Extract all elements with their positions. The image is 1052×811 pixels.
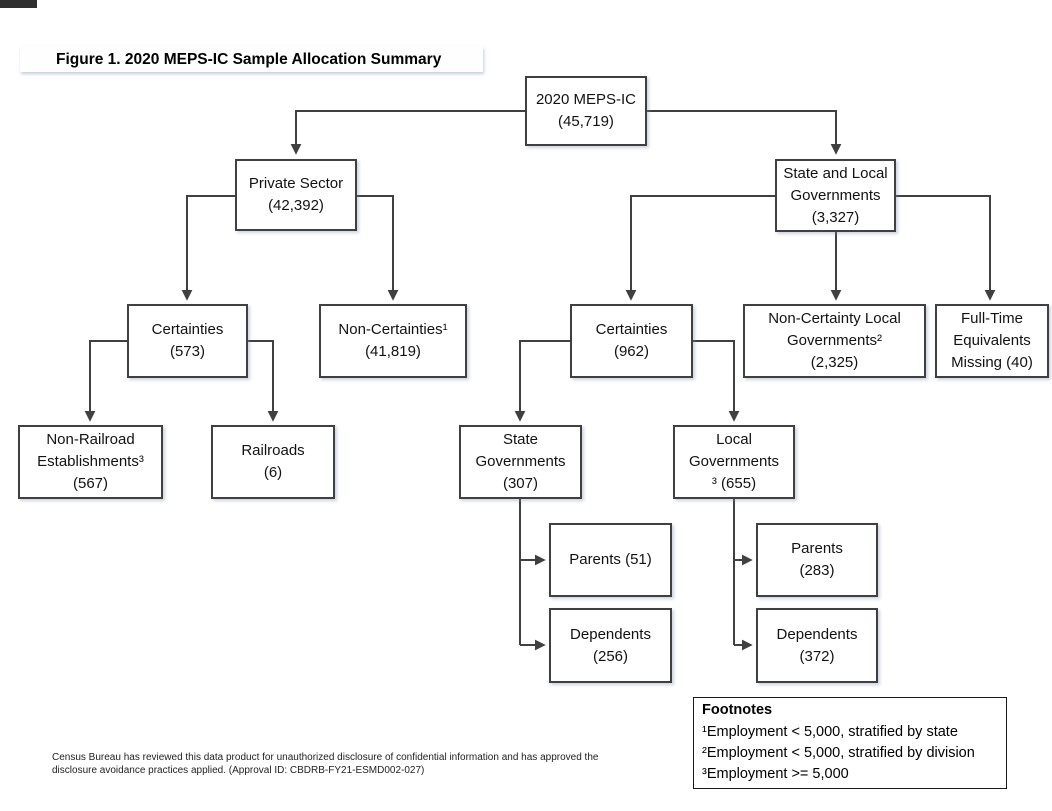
node-government-certainties: Certainties (962): [570, 304, 693, 378]
disclosure-text: Census Bureau has reviewed this data pro…: [52, 752, 599, 776]
node-non-certainty-local-governments: Non-Certainty Local Governments² (2,325): [743, 304, 926, 378]
node-railroads: Railroads (6): [211, 425, 335, 499]
figure-title: Figure 1. 2020 MEPS-IC Sample Allocation…: [56, 50, 442, 68]
footnotes-title: Footnotes: [702, 702, 773, 718]
node-non-certainties: Non-Certainties¹ (41,819): [319, 304, 467, 378]
node-state-parents: Parents (51): [549, 523, 672, 597]
footnote-2: ²Employment < 5,000, stratified by divis…: [702, 745, 975, 761]
footnote-1: ¹Employment < 5,000, stratified by state: [702, 724, 958, 740]
node-non-railroad-establishments: Non-Railroad Establishments³ (567): [18, 425, 163, 499]
node-state-governments: State Governments (307): [459, 425, 582, 499]
node-private-certainties: Certainties (573): [127, 304, 248, 378]
node-local-parents: Parents (283): [756, 523, 878, 597]
node-private-sector: Private Sector (42,392): [235, 159, 357, 231]
node-2020-meps-ic: 2020 MEPS-IC (45,719): [525, 76, 647, 146]
node-full-time-equivalents-missing: Full-Time Equivalents Missing (40): [935, 304, 1049, 378]
node-state-dependents: Dependents (256): [549, 608, 672, 683]
node-local-dependents: Dependents (372): [756, 608, 878, 683]
figure-title-band: Figure 1. 2020 MEPS-IC Sample Allocation…: [20, 47, 483, 72]
node-local-governments: Local Governments ³ (655): [673, 425, 795, 499]
footnote-3: ³Employment >= 5,000: [702, 766, 849, 782]
footnotes-box: Footnotes ¹Employment < 5,000, stratifie…: [693, 697, 1007, 789]
page-corner-artifact: [0, 0, 37, 8]
node-state-and-local-governments: State and Local Governments (3,327): [775, 159, 896, 232]
